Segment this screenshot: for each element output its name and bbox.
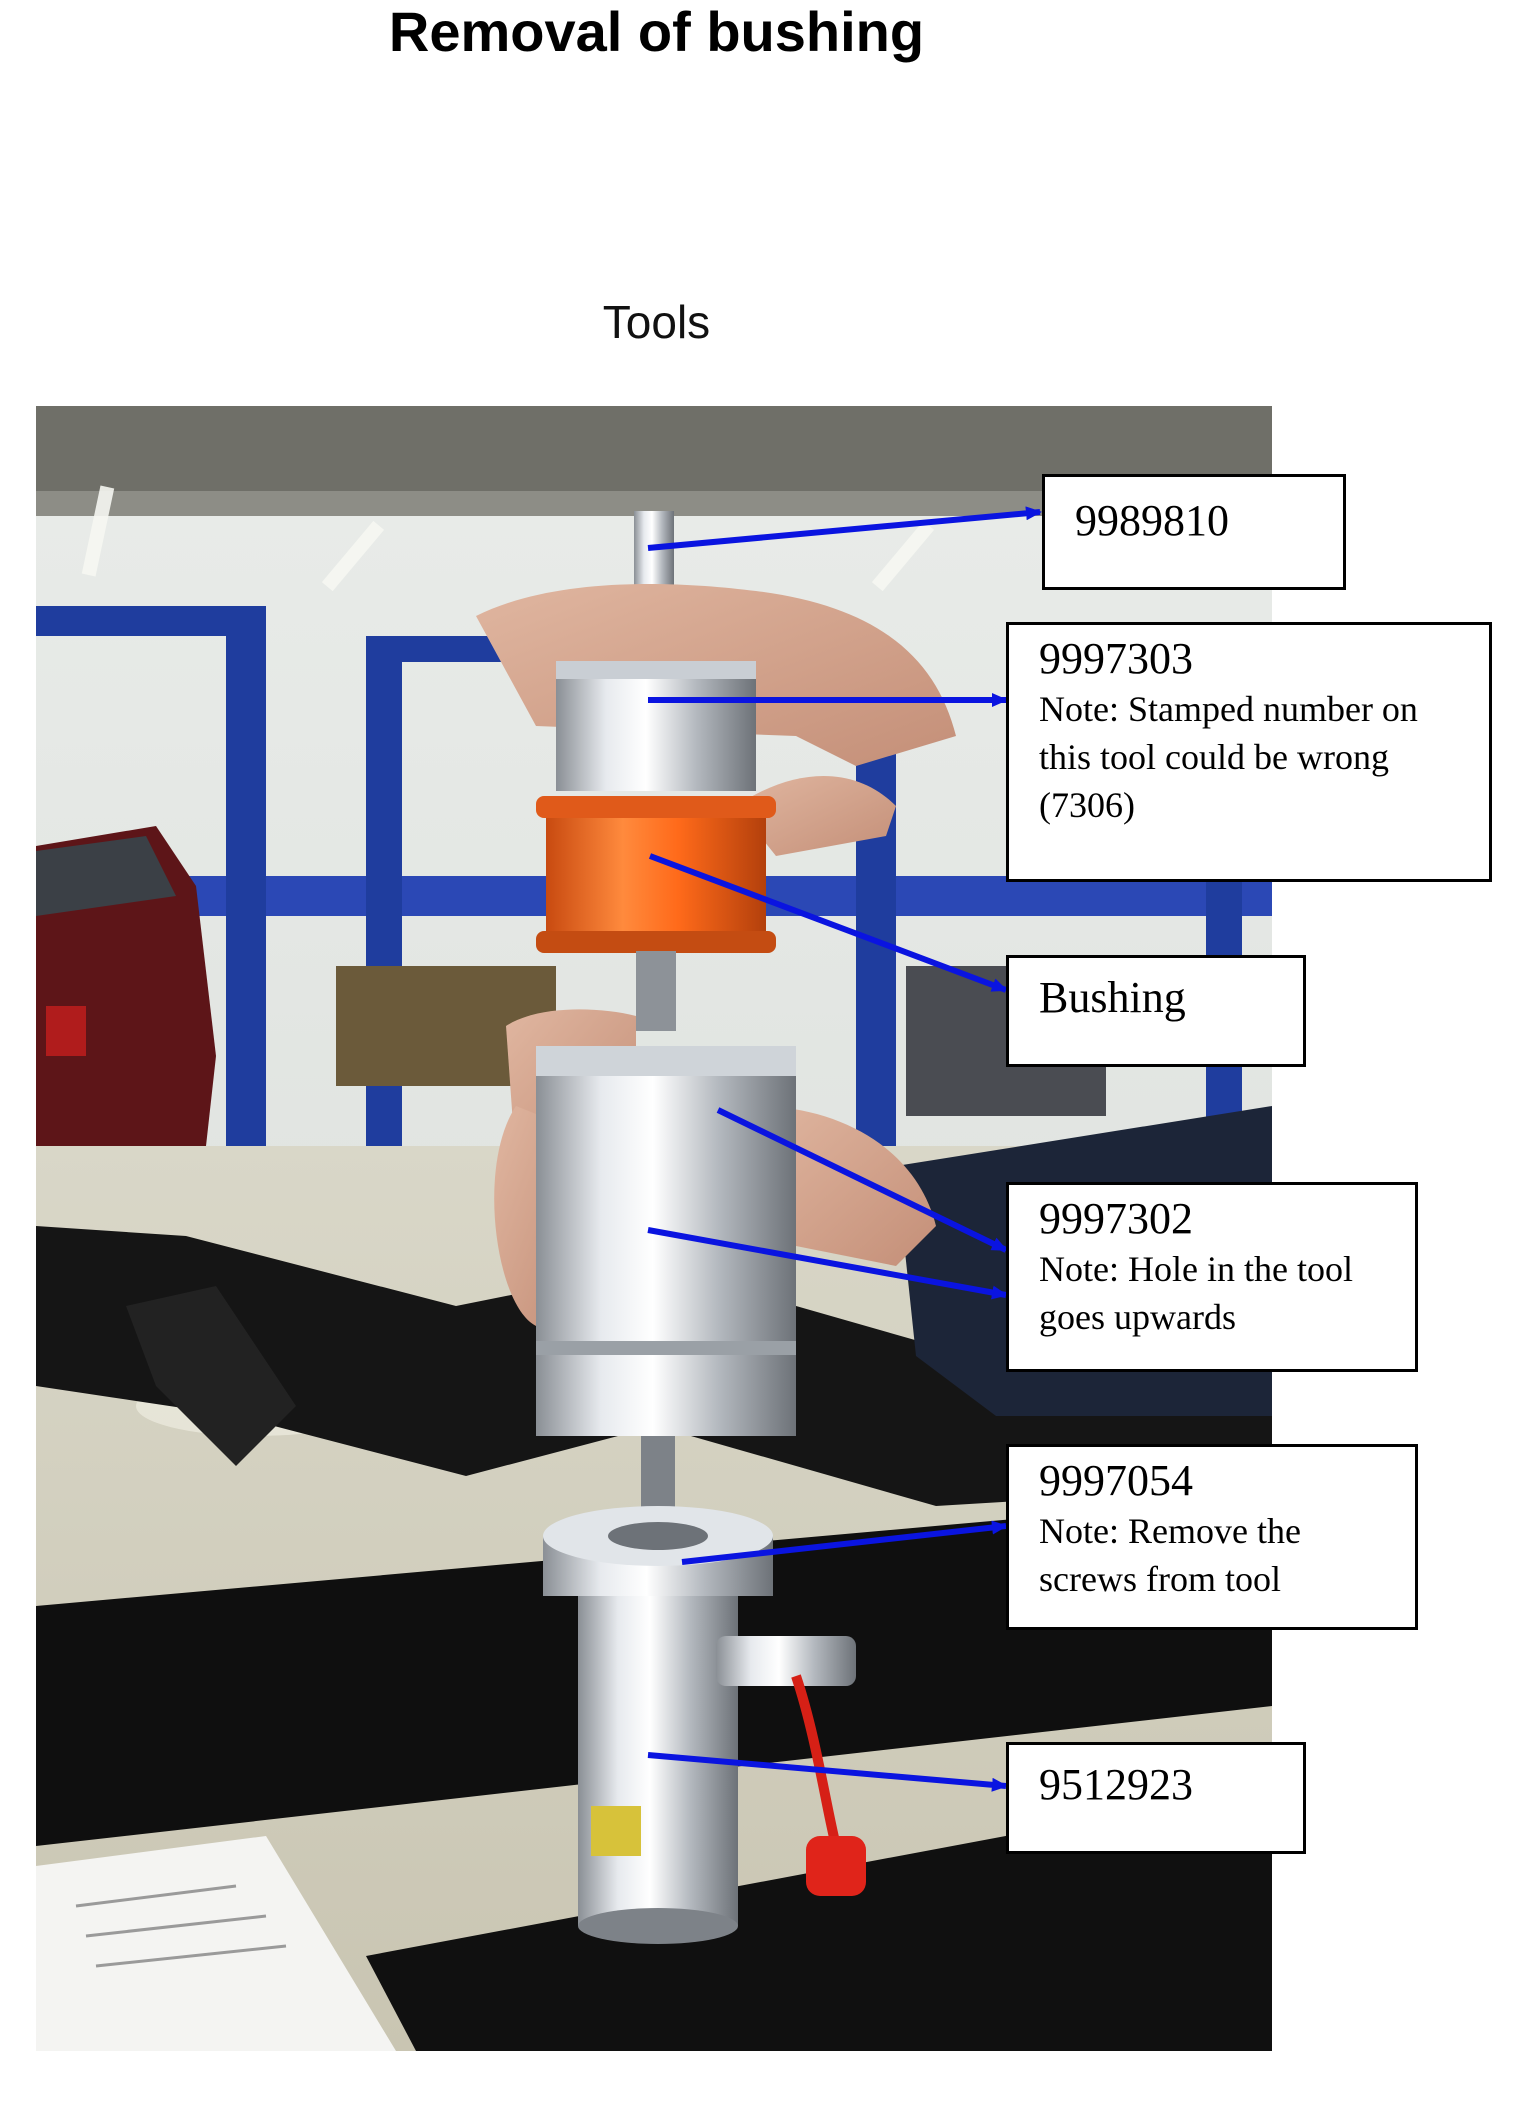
callout-number: 9512923	[1039, 1760, 1193, 1809]
callout-note: Note: Hole in the tool goes upwards	[1039, 1249, 1353, 1337]
callout-note: Note: Remove the screws from tool	[1039, 1511, 1301, 1599]
callout-9512923: 9512923	[1006, 1742, 1306, 1854]
callout-number: 9997302	[1039, 1194, 1193, 1243]
callout-bushing: Bushing	[1006, 955, 1306, 1067]
callout-9997303: 9997303 Note: Stamped number on this too…	[1006, 622, 1492, 882]
callout-9989810: 9989810	[1042, 474, 1346, 590]
callout-9997054: 9997054 Note: Remove the screws from too…	[1006, 1444, 1418, 1630]
callout-number: 9989810	[1075, 496, 1229, 545]
callout-note: Note: Stamped number on this tool could …	[1039, 689, 1418, 825]
callout-number: 9997303	[1039, 634, 1193, 683]
callout-number: 9997054	[1039, 1456, 1193, 1505]
callout-9997302: 9997302 Note: Hole in the tool goes upwa…	[1006, 1182, 1418, 1372]
page-title: Removal of bushing	[388, 0, 925, 63]
callout-label: Bushing	[1039, 973, 1186, 1022]
section-subtitle: Tools	[602, 296, 711, 348]
